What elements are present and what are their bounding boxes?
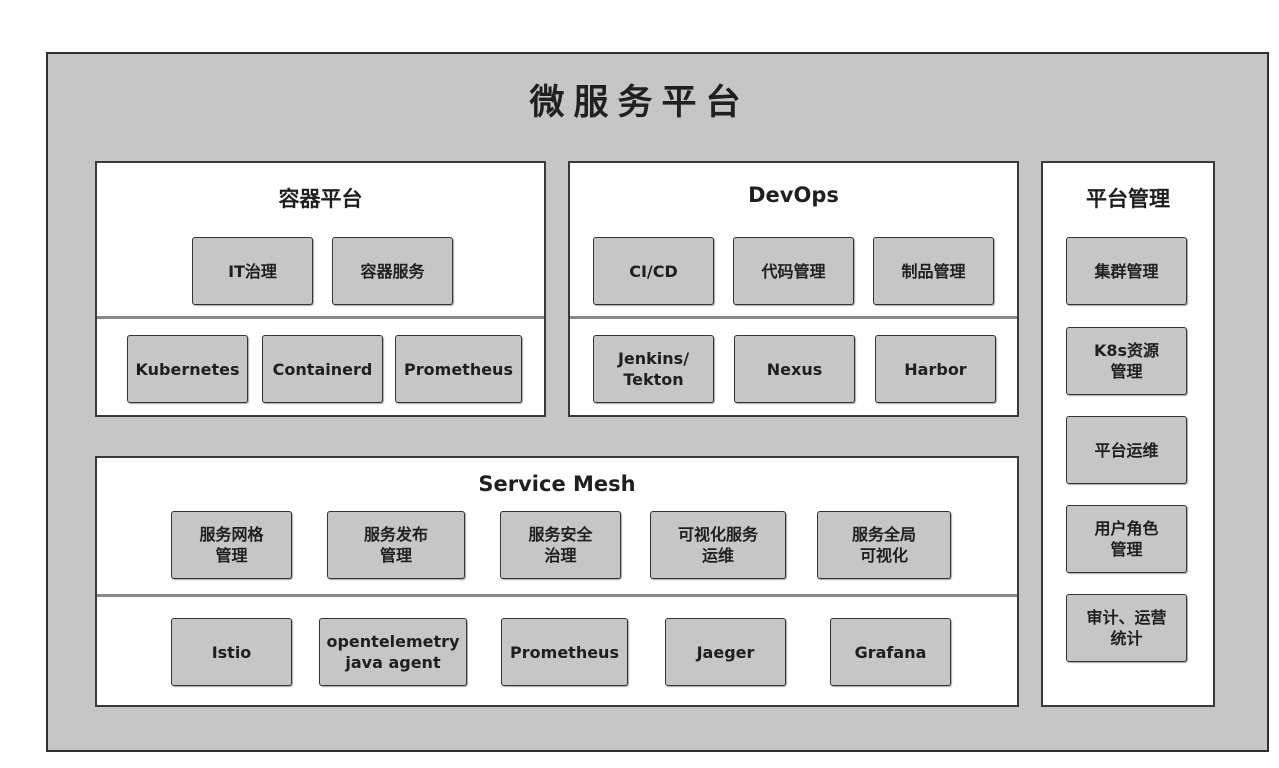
devops-title: DevOps: [748, 183, 839, 207]
component-box: Jaeger: [665, 618, 786, 686]
capability-box: CI/CD: [593, 237, 714, 305]
capability-box: 服务发布 管理: [327, 511, 465, 579]
capability-box: 代码管理: [733, 237, 854, 305]
service-mesh-title: Service Mesh: [478, 472, 636, 496]
component-box: Grafana: [830, 618, 951, 686]
management-item-box: 平台运维: [1066, 416, 1187, 484]
devops-divider: [570, 316, 1017, 319]
service-mesh-divider: [97, 594, 1017, 597]
capability-box: 容器服务: [332, 237, 453, 305]
component-box: Prometheus: [501, 618, 628, 686]
component-box: Kubernetes: [127, 335, 248, 403]
capability-box: 服务网格 管理: [171, 511, 292, 579]
capability-box: 服务全局 可视化: [817, 511, 951, 579]
capability-box: 服务安全 治理: [500, 511, 621, 579]
diagram-title: 微服务平台: [529, 83, 750, 123]
management-item-box: 集群管理: [1066, 237, 1187, 305]
management-item-box: 审计、运营 统计: [1066, 594, 1187, 662]
component-box: opentelemetry java agent: [319, 618, 467, 686]
component-box: Harbor: [875, 335, 996, 403]
capability-box: IT治理: [192, 237, 313, 305]
platform-management-title: 平台管理: [1086, 187, 1170, 211]
management-item-box: 用户角色 管理: [1066, 505, 1187, 573]
capability-box: 制品管理: [873, 237, 994, 305]
container-platform-divider: [97, 316, 544, 319]
component-box: Containerd: [262, 335, 383, 403]
container-platform-title: 容器平台: [278, 187, 363, 211]
component-box: Nexus: [734, 335, 855, 403]
management-item-box: K8s资源 管理: [1066, 327, 1187, 395]
component-box: Istio: [171, 618, 292, 686]
component-box: Jenkins/ Tekton: [593, 335, 714, 403]
component-box: Prometheus: [395, 335, 522, 403]
capability-box: 可视化服务 运维: [650, 511, 786, 579]
